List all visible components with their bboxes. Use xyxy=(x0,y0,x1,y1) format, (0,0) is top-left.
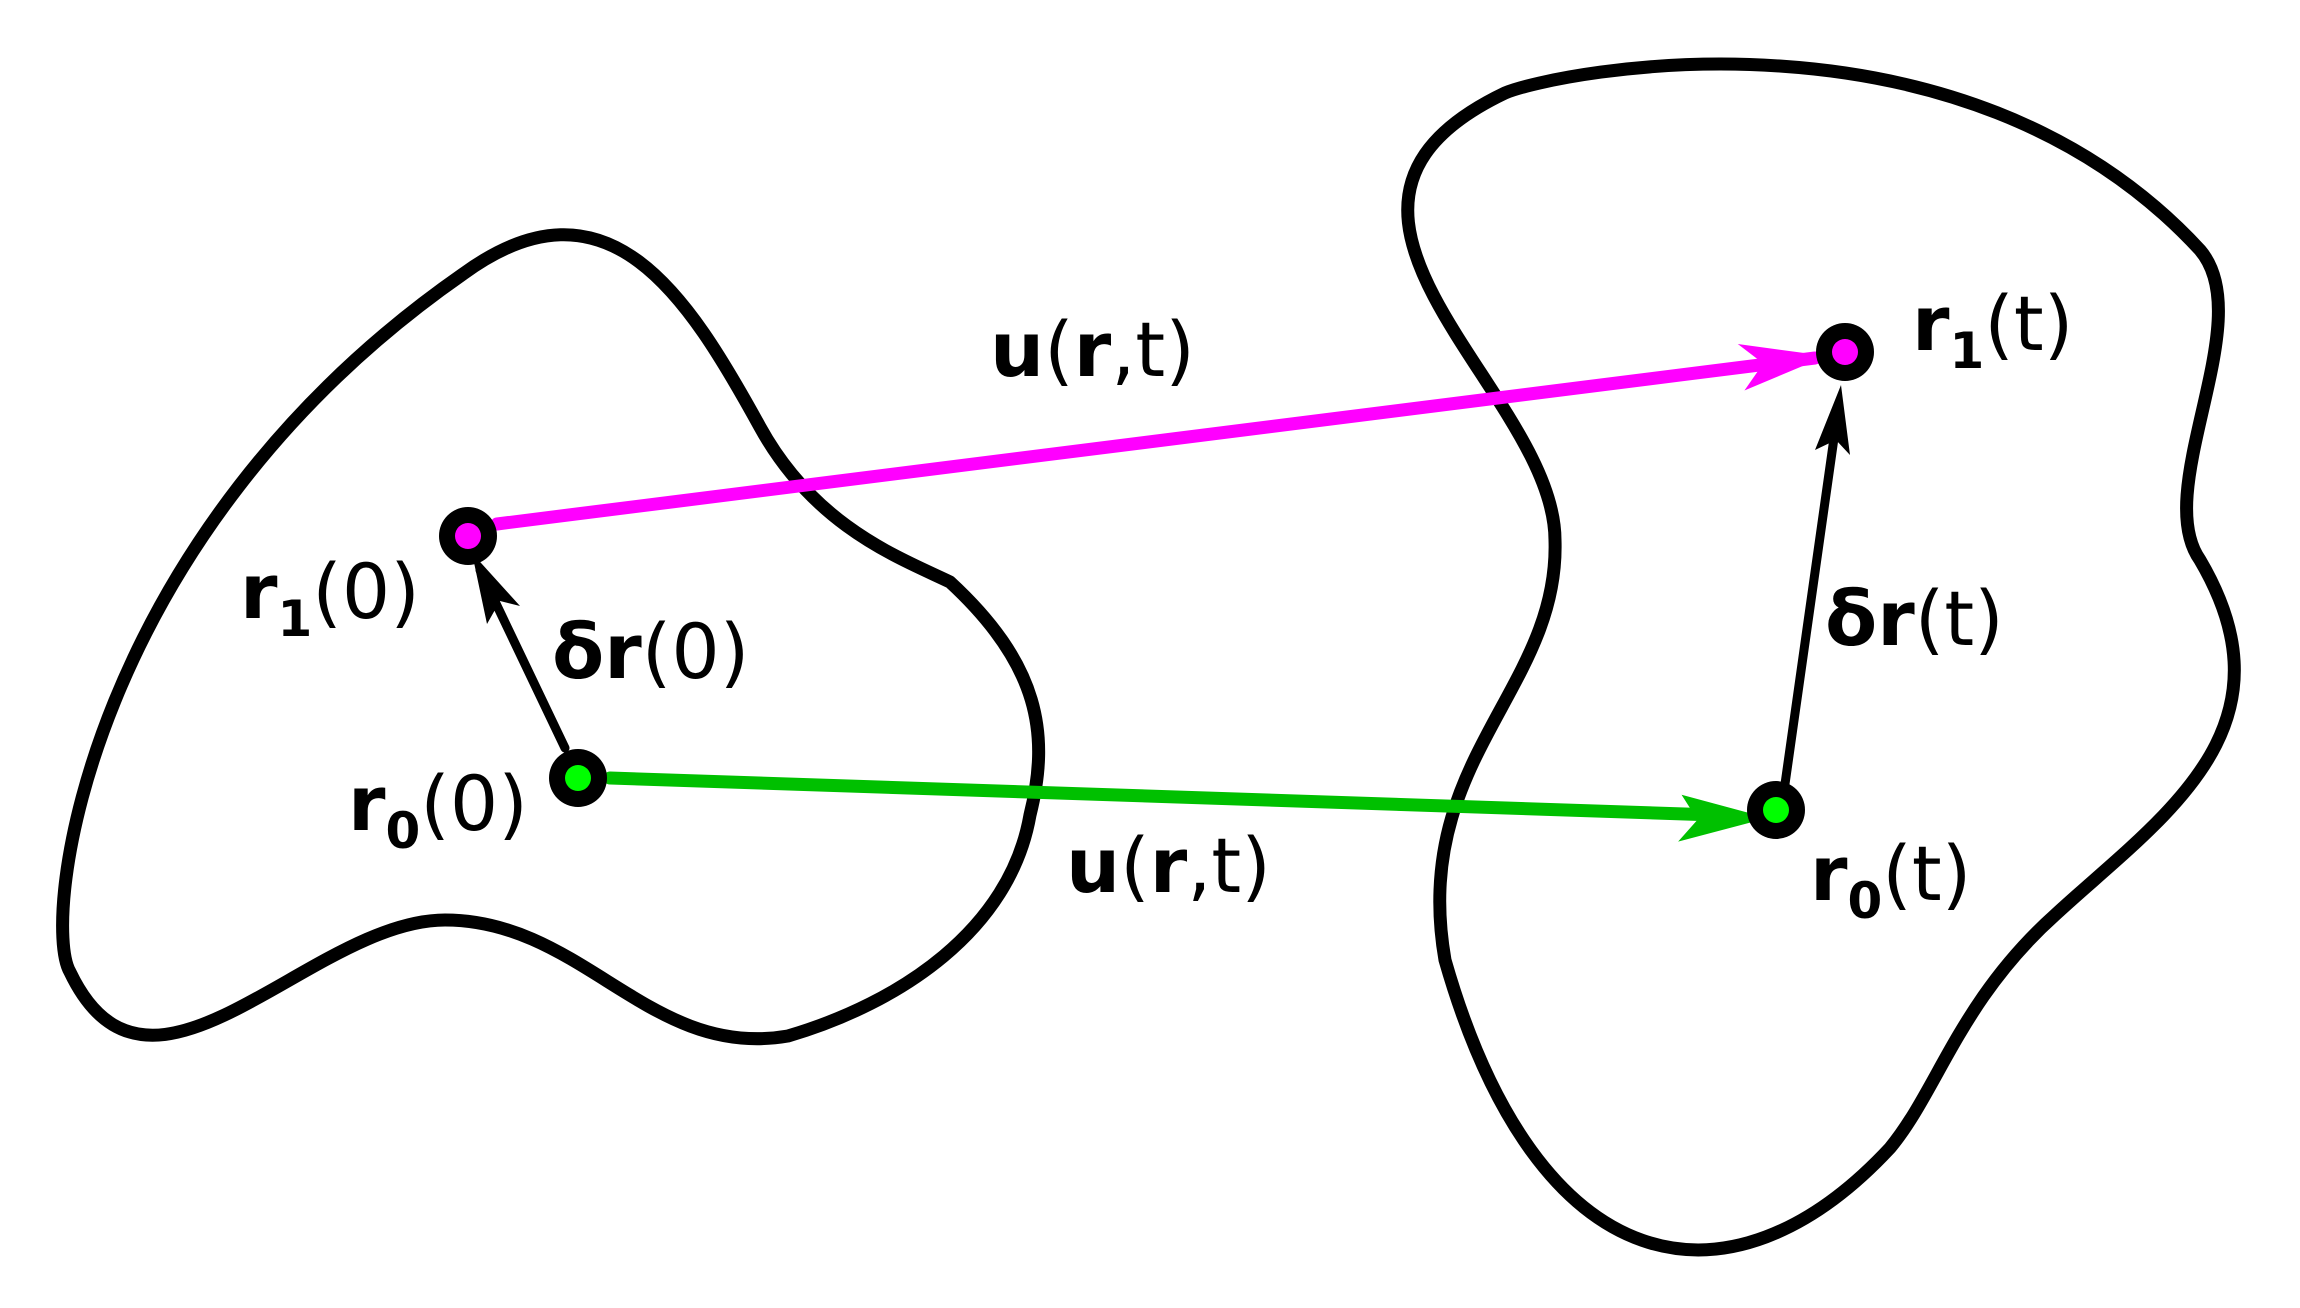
point-r1-initial-fill xyxy=(455,523,481,549)
label-r0-initial: r0(0) xyxy=(348,759,528,860)
label-displacement-top: u(r,t) xyxy=(990,305,1195,394)
point-r0-initial-fill xyxy=(565,765,591,791)
initial-region-outline xyxy=(56,228,1046,1046)
displacement-arrowhead-r0 xyxy=(1678,794,1768,842)
label-separation-initial: δr(0) xyxy=(552,607,749,696)
label-separation-deformed: δr(t) xyxy=(1825,574,2004,663)
point-r0-deformed-fill xyxy=(1763,797,1789,823)
displacement-arrowhead-r1 xyxy=(1737,344,1827,391)
displacement-arrow-r0 xyxy=(603,771,1722,822)
label-r0-deformed: r0(t) xyxy=(1810,829,1971,930)
deformed-region-outline xyxy=(1401,57,2241,1257)
separation-arrowhead-deformed xyxy=(1815,385,1850,455)
label-r1-deformed: r1(t) xyxy=(1912,279,2073,380)
label-r1-initial: r1(0) xyxy=(240,547,420,648)
separation-arrow-deformed xyxy=(1780,419,1841,789)
displacement-arrow-r1 xyxy=(490,351,1822,531)
separation-arrowhead-initial xyxy=(472,553,520,624)
label-displacement-bottom: u(r,t) xyxy=(1066,821,1271,910)
point-r1-deformed-fill xyxy=(1832,339,1858,365)
